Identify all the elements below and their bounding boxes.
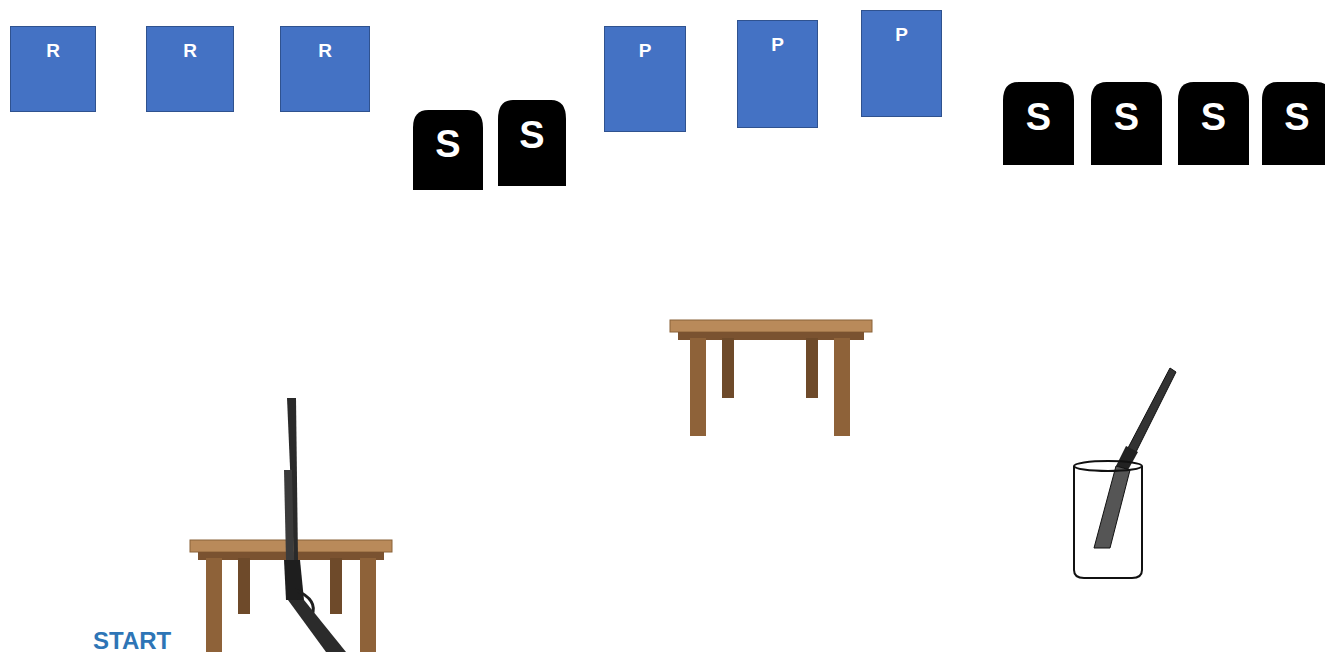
blue-box: R [280, 26, 370, 112]
glass [1074, 466, 1142, 578]
table-leg [722, 338, 734, 398]
tombstone-outline [1091, 82, 1162, 165]
table-leg [206, 558, 222, 652]
box-letter: P [639, 27, 652, 62]
tombstone-outline [413, 110, 483, 190]
glass-rim [1074, 461, 1142, 471]
tombstone-letter: S [1262, 97, 1325, 139]
table-leg [330, 558, 342, 614]
tombstone: S [498, 100, 566, 186]
table-leg [690, 338, 706, 436]
table [670, 320, 872, 436]
start-label: START [93, 628, 171, 654]
box-letter: P [895, 11, 908, 46]
table-leg [360, 558, 376, 652]
rifle [284, 398, 346, 652]
tombstone-letter: S [498, 115, 566, 157]
rifle-stock [288, 600, 346, 652]
blue-box: R [10, 26, 96, 112]
blue-box: P [604, 26, 686, 132]
table-leg [806, 338, 818, 398]
tombstone-letter: S [1091, 97, 1162, 139]
box-letter: P [771, 21, 784, 56]
shotgun-barrel [1128, 368, 1176, 452]
tombstone-letter: S [1003, 97, 1074, 139]
table-leg [238, 558, 250, 614]
table-top [670, 320, 872, 332]
tombstone: S [1091, 82, 1162, 165]
shotgun-in-glass [1074, 368, 1176, 578]
tombstone-outline [498, 100, 566, 186]
blue-box: R [146, 26, 234, 112]
tombstone: S [1178, 82, 1249, 165]
tombstone: S [1262, 82, 1325, 165]
shotgun-action [1116, 446, 1138, 470]
blue-box: P [737, 20, 818, 128]
tombstone-outline [1003, 82, 1074, 165]
table-leg [834, 338, 850, 436]
blue-box: P [861, 10, 942, 117]
shotgun-stock [1094, 466, 1130, 548]
box-letter: R [183, 27, 197, 62]
tombstone-letter: S [413, 124, 483, 166]
box-letter: R [318, 27, 332, 62]
tombstone-outline [1262, 82, 1325, 165]
tombstone: S [413, 110, 483, 190]
tombstone-letter: S [1178, 97, 1249, 139]
rifle-tube [284, 470, 294, 560]
box-letter: R [46, 27, 60, 62]
tombstone-outline [1178, 82, 1249, 165]
tombstone: S [1003, 82, 1074, 165]
